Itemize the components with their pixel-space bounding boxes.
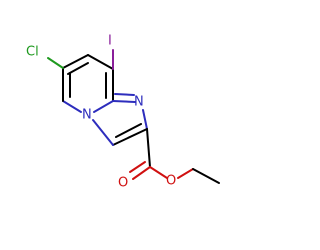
bond-o-ch2 xyxy=(177,168,194,179)
bond-c3-n4 xyxy=(92,119,114,146)
bond-c6-cl xyxy=(47,57,64,69)
bond-c7-c8 xyxy=(87,54,114,70)
bond-carbonyl-o-double xyxy=(132,166,151,180)
bond-c8a-n1-inner xyxy=(114,93,135,96)
bond-c8a-n1 xyxy=(112,100,136,103)
atom-n-bridgehead: N xyxy=(82,108,92,123)
bond-carbonyl-o-ester xyxy=(149,166,168,179)
atom-o-carbonyl: O xyxy=(118,176,128,191)
atom-i: I xyxy=(108,34,112,49)
bond-n4-c5 xyxy=(62,100,82,113)
bond-c2-carbonyl xyxy=(146,128,151,168)
atom-o-ester: O xyxy=(166,174,176,189)
atom-cl: Cl xyxy=(26,45,39,60)
bond-c6-c7 xyxy=(62,54,89,69)
bond-carbonyl-o-double-inner xyxy=(129,161,146,173)
bond-ch2-ch3 xyxy=(192,168,220,184)
bond-c2-c3 xyxy=(112,128,148,146)
bonds xyxy=(47,49,220,184)
bond-c2-c3-inner xyxy=(115,123,142,138)
bond-c6-c7-inner xyxy=(67,62,89,75)
atom-n-imidazole: N xyxy=(134,95,144,110)
bond-c8a-n4 xyxy=(93,100,114,113)
atom-labels: Cl I N N O O xyxy=(26,34,176,191)
bond-n1-c2 xyxy=(142,109,148,130)
imidazopyridine-structure: Cl I N N O O xyxy=(26,34,220,191)
